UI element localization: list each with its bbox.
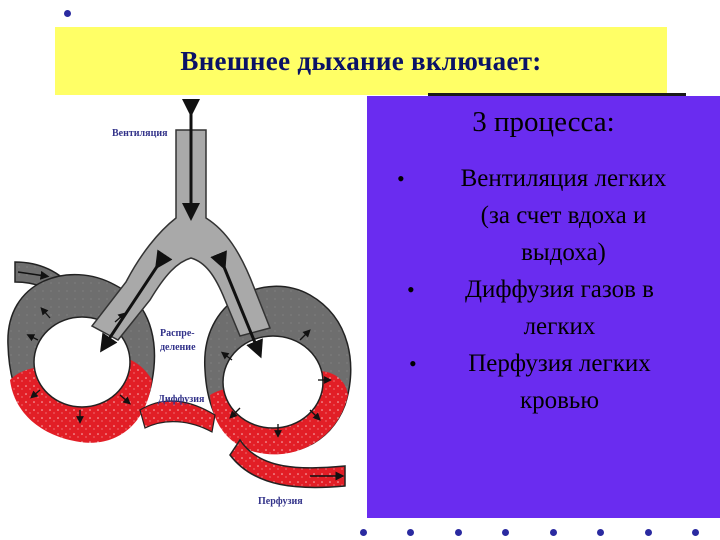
airway: [90, 129, 272, 341]
label-distribution-1: Распре-: [160, 328, 195, 339]
process-line: Вентиляция легких: [460, 165, 667, 192]
process-line: Перфузия легких: [468, 350, 651, 377]
decor-dot: [597, 529, 604, 536]
bullet: •: [409, 351, 417, 376]
bullet: •: [397, 166, 405, 191]
process-item-ventilation: • Вентиляция легких (за счет вдоха и выд…: [367, 160, 720, 271]
process-line: Диффузия газов в: [464, 276, 654, 303]
process-item-diffusion: • Диффузия газов в легких: [367, 271, 720, 345]
decor-dot: [692, 529, 699, 536]
label-diffusion: Диффузия: [158, 394, 205, 405]
diffusion-arrows: [26, 307, 332, 438]
label-perfusion: Перфузия: [258, 496, 303, 507]
decor-dot: [64, 10, 71, 17]
bullet: •: [407, 277, 415, 302]
heading-rule: [428, 93, 686, 96]
right-alveolus-space: [222, 335, 324, 429]
decor-dot: [360, 529, 367, 536]
label-ventilation: Вентиляция: [112, 128, 168, 139]
process-line: легких: [523, 313, 596, 340]
decor-dot: [455, 529, 462, 536]
process-line: кровью: [519, 387, 600, 414]
slide-title: Внешнее дыхание включает:: [180, 45, 542, 76]
lung-diagram: Вентиляция Распре- деление Диффузия Перф…: [7, 99, 352, 507]
decor-dot: [550, 529, 557, 536]
decor-dot: [407, 529, 414, 536]
distribution-arrow-right: [210, 250, 263, 359]
arterial-bridge: [139, 400, 216, 433]
decor-dot: [645, 529, 652, 536]
decor-dot: [502, 529, 509, 536]
title-bar: Внешнее дыхание включает:: [55, 27, 667, 95]
label-distribution-2: деление: [160, 342, 196, 353]
processes-panel: [367, 96, 720, 518]
processes-heading: 3 процесса:: [472, 106, 615, 138]
process-item-perfusion: • Перфузия легких кровью: [367, 345, 720, 419]
process-list: • Вентиляция легких (за счет вдоха и выд…: [367, 160, 720, 419]
distribution-arrow-left: [100, 249, 173, 353]
process-line: выдоха): [521, 239, 606, 266]
process-line: (за счет вдоха и: [480, 202, 647, 229]
perfusion-arrow-in: [17, 270, 50, 280]
